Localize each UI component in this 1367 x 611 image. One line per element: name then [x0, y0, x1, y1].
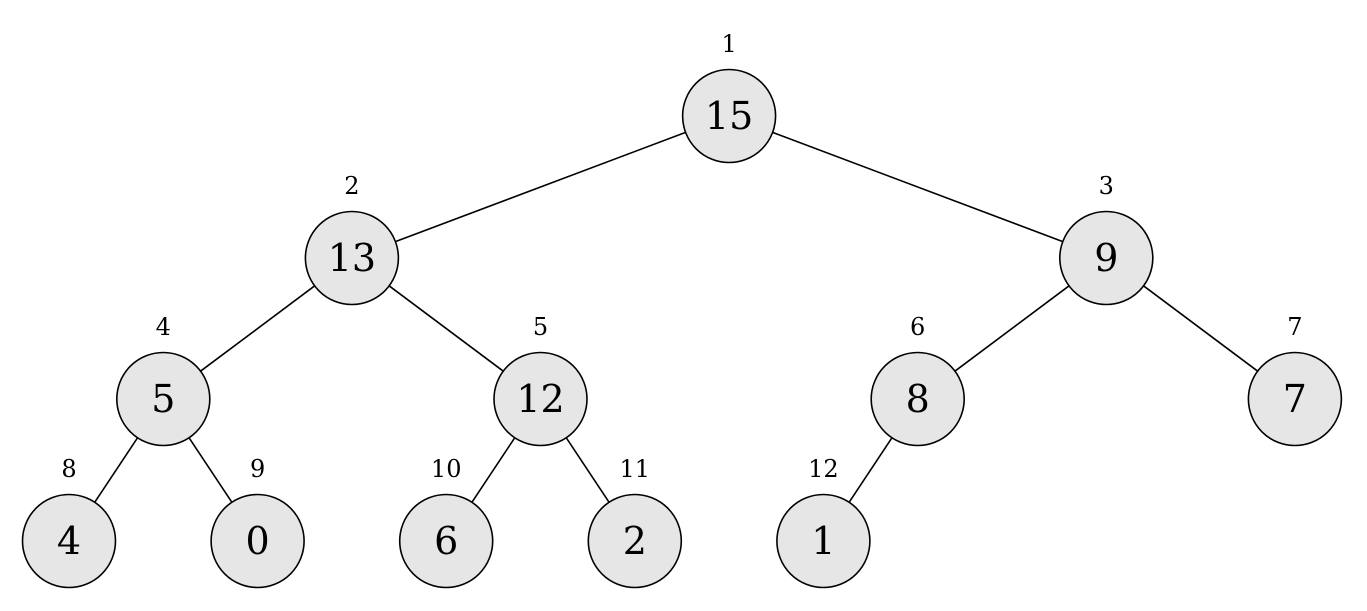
tree-node-11: 2 11 [587, 455, 683, 589]
node-circle [21, 493, 117, 589]
node-index-label: 1 [721, 30, 736, 58]
node-circle [1059, 210, 1154, 306]
edge-2-5 [388, 285, 504, 372]
node-index-label: 12 [808, 455, 839, 483]
node-circle [493, 351, 588, 447]
node-circle [210, 493, 305, 589]
node-value: 15 [705, 94, 753, 138]
node-index-label: 10 [431, 455, 462, 483]
tree-node-5: 12 5 [493, 313, 588, 447]
tree-node-9: 09 [210, 455, 305, 589]
tree-node-4: 54 [116, 313, 211, 447]
node-value: 8 [906, 377, 930, 421]
tree-node-8: 48 [21, 455, 117, 589]
node-value: 6 [434, 519, 458, 563]
node-circle [116, 351, 211, 447]
node-value: 9 [1094, 236, 1118, 280]
node-index-label: 5 [533, 313, 548, 341]
edge-3-6 [954, 285, 1070, 372]
node-value: 4 [57, 519, 81, 563]
node-value: 7 [1283, 377, 1307, 421]
node-circle [870, 351, 966, 447]
edge-4-8 [94, 437, 139, 503]
node-index-label: 9 [250, 455, 265, 483]
node-circle [681, 68, 777, 164]
node-value: 12 [516, 377, 564, 421]
node-circle [398, 493, 494, 589]
node-circle [587, 493, 683, 589]
node-circle [1247, 351, 1343, 447]
tree-node-6: 86 [870, 313, 966, 447]
node-index-label: 11 [620, 455, 651, 483]
tree-node-3: 93 [1059, 172, 1154, 306]
tree-node-12: 1 12 [776, 455, 871, 589]
node-index-label: 4 [156, 313, 171, 341]
node-circle [304, 210, 400, 306]
node-value: 1 [811, 519, 835, 563]
node-value: 13 [328, 236, 376, 280]
node-value: 0 [246, 519, 270, 563]
edge-2-4 [200, 285, 316, 372]
edge-5-11 [565, 437, 610, 503]
edge-5-10 [471, 437, 516, 503]
node-index-label: 3 [1099, 172, 1114, 200]
node-index-label: 6 [910, 313, 925, 341]
node-value: 2 [623, 519, 647, 563]
tree-node-10: 6 10 [398, 455, 494, 589]
edge-6-12 [848, 437, 893, 503]
edges-layer [94, 131, 1259, 503]
node-index-label: 7 [1287, 313, 1302, 341]
tree-node-1: 15 1 [681, 30, 777, 164]
edge-3-7 [1143, 285, 1259, 372]
edge-1-2 [395, 131, 686, 243]
tree-node-7: 77 [1247, 313, 1343, 447]
edge-1-3 [772, 131, 1064, 243]
tree-node-2: 13 2 [304, 172, 400, 306]
edge-4-9 [188, 437, 233, 503]
node-index-label: 2 [344, 172, 359, 200]
node-circle [776, 493, 871, 589]
node-index-label: 8 [61, 455, 76, 483]
node-value: 5 [151, 377, 175, 421]
